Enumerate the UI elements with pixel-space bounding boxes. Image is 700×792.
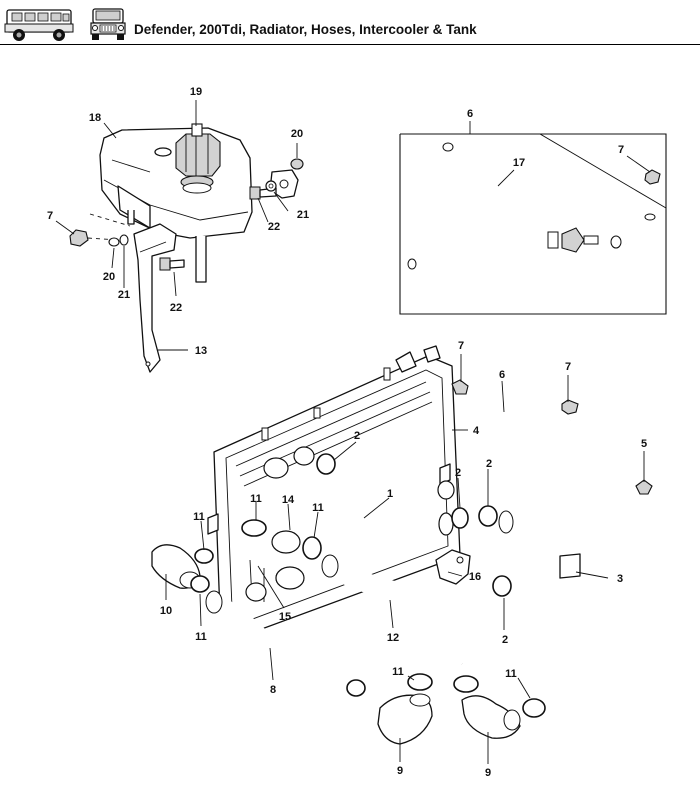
callout-11: 11 [312,502,324,514]
callout-9: 9 [397,765,403,777]
lower-radiator-hose [321,554,470,672]
callout-10: 10 [160,605,172,617]
bolt-lower [159,257,185,271]
vehicle-front-icon [90,8,126,40]
callout-22: 22 [170,302,182,314]
intercooler-stub-hose [271,530,301,554]
callout-22: 22 [268,221,280,233]
breather-hose-radiator [451,379,579,450]
callout-7: 7 [565,361,571,373]
callout-11: 11 [195,631,207,643]
callout-9: 9 [485,767,491,779]
callout-2: 2 [502,634,508,646]
elbow-hose-left [377,693,433,745]
callout-18: 18 [89,112,101,124]
callout-15: 15 [279,611,291,623]
callout-labels: 19 18 20 21 22 7 20 21 22 13 6 17 7 7 6 … [47,86,647,779]
callout-6: 6 [499,369,505,381]
callout-11: 11 [250,493,262,505]
page-title: Defender, 200Tdi, Radiator, Hoses, Inter… [134,22,477,37]
tank-mounting-bracket [133,223,177,373]
callout-16: 16 [469,571,481,583]
intercooler-hose-left [205,590,355,696]
station-wagon-icon [4,9,74,41]
callout-13: 13 [195,345,207,357]
callout-2: 2 [486,458,492,470]
callout-11: 11 [392,666,404,678]
callout-5: 5 [641,438,647,450]
callout-6: 6 [467,108,473,120]
callout-19: 19 [190,86,202,98]
inset-breather-hose [407,142,656,280]
expansion-tank-group [69,123,304,373]
callout-8: 8 [270,684,276,696]
callout-7: 7 [458,340,464,352]
callout-21: 21 [118,289,130,301]
callout-14: 14 [282,494,295,506]
leader-lines [55,100,651,764]
callout-7: 7 [47,210,53,222]
inset-detail [399,133,667,315]
callout-20: 20 [103,271,115,283]
callout-2: 2 [354,430,360,442]
header-divider [0,44,700,45]
elbow-hose-right [461,695,521,739]
callout-21: 21 [297,209,309,221]
callout-11: 11 [505,668,517,680]
callout-1: 1 [387,488,393,500]
expansion-tank-cap [175,123,221,194]
callout-4: 4 [473,425,480,437]
callout-3: 3 [617,573,623,585]
callout-12: 12 [387,632,399,644]
callout-7: 7 [618,144,624,156]
callout-20: 20 [291,128,303,140]
hose-clips [190,453,546,718]
callout-2: 2 [455,467,461,479]
bottom-hose-assembly [498,479,653,596]
page-header: Defender, 200Tdi, Radiator, Hoses, Inter… [0,0,700,46]
callout-11: 11 [193,511,205,523]
callout-17: 17 [513,157,525,169]
